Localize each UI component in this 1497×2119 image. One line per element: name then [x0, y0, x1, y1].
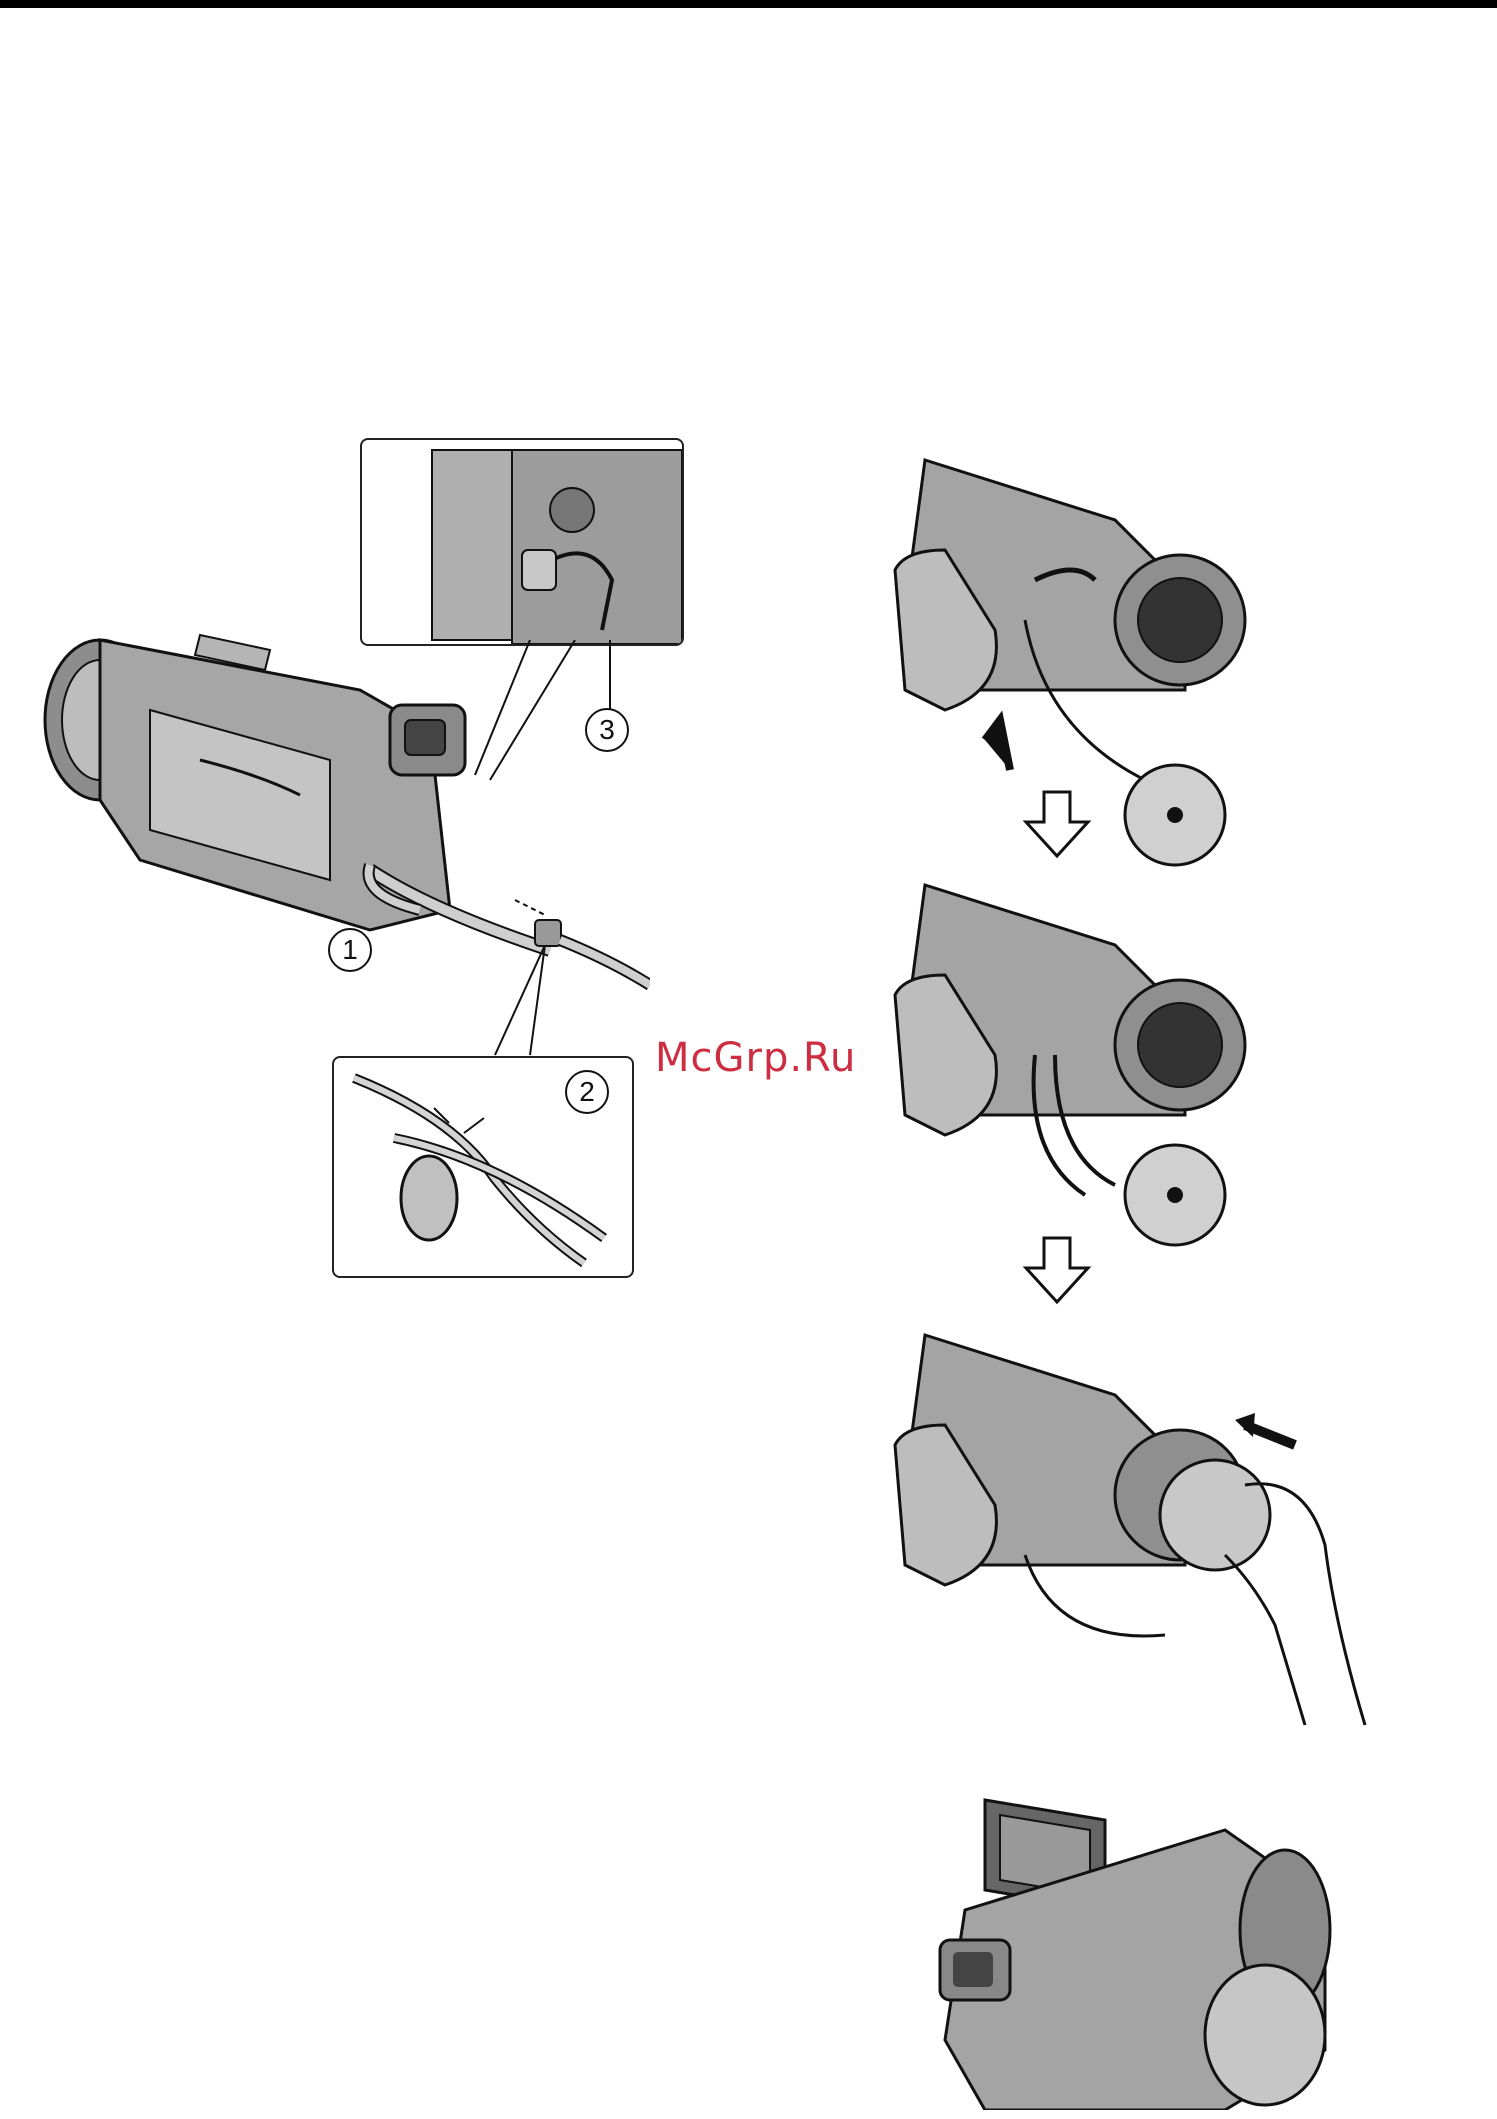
watermark-text: McGrp.Ru	[655, 1035, 856, 1081]
step-arrow-1-icon	[1022, 790, 1092, 860]
inset-strap-loop-detail	[360, 438, 684, 646]
camcorder-lens-cap-step-2	[885, 855, 1265, 1255]
camcorder-front-illustration	[925, 1790, 1345, 2110]
inset-top-leader-lines	[460, 640, 660, 830]
callout-2: 2	[565, 1070, 609, 1114]
callout-1: 1	[328, 928, 372, 972]
callout-3: 3	[585, 708, 629, 752]
inset-bottom-leader-lines	[490, 945, 610, 1065]
strap-loop-illustration	[362, 440, 682, 644]
step-arrow-2-icon	[1022, 1236, 1092, 1306]
camcorder-lens-cap-step-3	[885, 1305, 1395, 1735]
step-2-lens-cap-figure	[885, 855, 1265, 1255]
top-rule	[0, 0, 1497, 8]
camcorder-lcd-open-figure	[925, 1790, 1345, 2110]
step-3-attach-cap-figure	[885, 1305, 1395, 1735]
